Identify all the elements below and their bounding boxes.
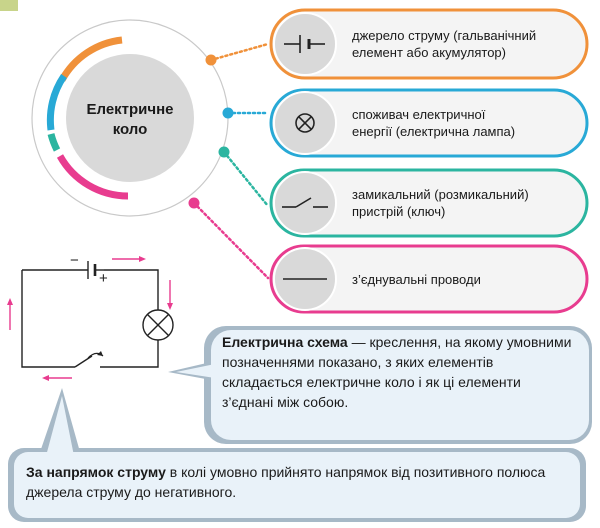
dot-switch: [218, 146, 230, 158]
arc-pink: [56, 154, 129, 200]
lamp-symbol-icon: [295, 113, 315, 133]
card-switch-line1: замикальний (розмикальний): [352, 187, 529, 202]
connector-source: [209, 42, 270, 62]
card-consumer-line2: енергії (електрична лампа): [352, 124, 516, 139]
card-wires-line1: з’єднувальні проводи: [352, 272, 481, 287]
corner-tag: [0, 0, 18, 11]
note-term: За напрямок струму: [26, 464, 166, 480]
center-title-line1: Електричне: [86, 101, 174, 118]
card-consumer-text: споживач електричної енергії (електрична…: [352, 106, 515, 140]
center-disc: [66, 54, 194, 182]
card-consumer: [269, 88, 589, 158]
arc-orange: [58, 36, 123, 82]
card-wires-text: з’єднувальні проводи: [352, 271, 481, 288]
switch-curve-arrowhead: [97, 351, 103, 356]
definition-body: — креслення, на якому умовними позначенн…: [222, 334, 572, 410]
cell-symbol-icon: [284, 35, 325, 53]
card-switch: [269, 168, 589, 238]
dot-source: [205, 54, 217, 66]
card-consumer-line1: споживач електричної: [352, 107, 486, 122]
minus-sign: −: [70, 252, 79, 269]
dot-wires: [188, 197, 200, 209]
definition-text: Електрична схема — креслення, на якому у…: [222, 332, 572, 412]
definition-term: Електрична схема: [222, 334, 348, 350]
card-source-line1: джерело струму (гальванічний: [352, 28, 537, 43]
card-switch-text: замикальний (розмикальний) пристрій (клю…: [352, 186, 529, 220]
dot-consumer: [222, 107, 234, 119]
arc-teal: [47, 133, 61, 152]
connector-switch: [222, 150, 270, 208]
arc-blue: [46, 74, 67, 131]
note-text: За напрямок струму в колі умовно прийнят…: [26, 462, 566, 502]
note-callout-shape: [8, 388, 586, 522]
circuit-schematic: [21, 261, 174, 368]
current-arrows: [7, 256, 173, 381]
card-wires: [269, 244, 589, 314]
card-source-text: джерело струму (гальванічний елемент або…: [352, 27, 536, 61]
card-source-line2: елемент або акумулятор): [352, 45, 506, 60]
connector-wires: [192, 201, 270, 280]
definition-callout-shape: [168, 326, 592, 444]
switch-symbol-icon: [282, 197, 328, 208]
note-body: в колі умовно прийнято напрямок від пози…: [26, 464, 546, 500]
plus-sign: +: [99, 270, 108, 287]
card-switch-line2: пристрій (ключ): [352, 204, 446, 219]
center-title: Електричне коло: [60, 100, 200, 140]
center-title-line2: коло: [112, 121, 148, 138]
card-source: [269, 8, 589, 80]
